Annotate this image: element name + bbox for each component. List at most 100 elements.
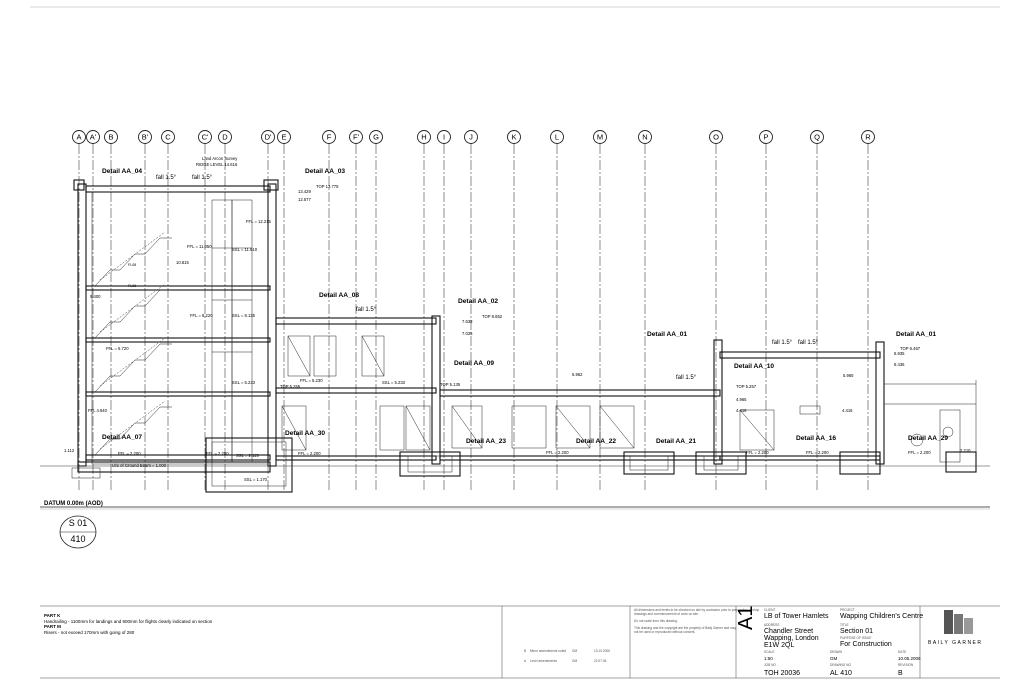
detail-aa08: Detail AA_08: [319, 292, 359, 299]
grid-label: L: [555, 133, 559, 142]
grid-bubble: [322, 130, 336, 144]
grid-bubble: [86, 130, 100, 144]
disclaimer: Do not scale from this drawing.: [634, 619, 678, 623]
grid-label: D: [222, 133, 228, 142]
firm-name: BAILY GARNER: [928, 640, 983, 646]
grid-label: N: [642, 133, 647, 142]
fall-label: fall 1.5°: [798, 340, 819, 346]
grid-label: D': [265, 133, 272, 142]
level: FFL = 2.200: [298, 451, 321, 456]
level: SSL = 5.233: [382, 380, 406, 385]
grid-label: M: [597, 133, 603, 142]
notes-line4: Risers - not exceed 170mm with going of …: [44, 630, 135, 635]
detail-aa10: Detail AA_10: [734, 363, 774, 370]
detail-aa01-left: Detail AA_01: [647, 331, 687, 338]
grid-label: H: [421, 133, 426, 142]
rev-desc: Level amendments: [530, 659, 557, 663]
grid-bubble: [104, 130, 118, 144]
level: TOP 13.775: [316, 184, 339, 189]
grid-bubble: [464, 130, 478, 144]
purpose: For Construction: [840, 641, 892, 648]
address-line2: Wapping, London: [764, 635, 819, 642]
detail-aa21: Detail AA_21: [656, 438, 696, 445]
level: FFL = 12.215: [246, 219, 272, 224]
detail-aa01-right: Detail AA_01: [896, 331, 936, 338]
level: 10.815: [176, 260, 189, 265]
address-line3: E1W 2QL: [764, 642, 794, 649]
address-line1: Chandler Street: [764, 628, 813, 635]
section-ref-top: S 01: [69, 518, 88, 528]
level: FFL = 11.050: [187, 244, 212, 249]
grid-label: I: [443, 133, 445, 142]
level: FFL = 2.200: [806, 450, 829, 455]
level: FFL = 2.200: [206, 451, 229, 456]
grid-label: A: [76, 133, 81, 142]
grid-bubble: [198, 130, 212, 144]
grid-label: E: [281, 133, 286, 142]
grid-bubble: [138, 130, 152, 144]
fall-label: fall 1.5°: [356, 307, 377, 313]
grid-label: F': [353, 133, 360, 142]
notes-line2: Handrailing - 1100mm for landings and 90…: [44, 619, 213, 624]
grid-label: C: [165, 133, 171, 142]
date: 10.05.2006: [898, 656, 921, 661]
drawing-no-label: DRAWING NO: [830, 663, 851, 667]
drawn-label: DRAWN: [830, 650, 843, 654]
notes-line3: PART M: [44, 624, 61, 629]
grid-bubble: [218, 130, 232, 144]
job-label: JOB NO: [764, 663, 776, 667]
grid-bubble: [261, 130, 275, 144]
level: 13.429: [298, 189, 311, 194]
level: SSL = 2.115: [236, 453, 259, 458]
revision: B: [898, 670, 903, 677]
client: LB of Tower Hamlets: [764, 613, 829, 620]
grid-bubble: [349, 130, 363, 144]
project: Wapping Children's Centre: [840, 613, 923, 620]
level: FL06: [128, 284, 136, 288]
level-ridge: RIDGE LEVEL 14.616: [196, 162, 238, 167]
grid-label: R: [865, 133, 871, 142]
level: SSL = 5.233: [232, 380, 256, 385]
grid-bubble: [810, 130, 824, 144]
level: FFL 4.640: [88, 408, 108, 413]
level: TOP 5.257: [736, 384, 757, 389]
grid-bubble: [638, 130, 652, 144]
level: FFL = 2.200: [118, 451, 141, 456]
level: 9.400: [90, 294, 101, 299]
fall-label: fall 1.5°: [192, 175, 213, 181]
grid-label: P: [763, 133, 768, 142]
drawing-no: AL 410: [830, 670, 852, 677]
fall-label: fall 1.5°: [156, 175, 177, 181]
detail-aa16: Detail AA_16: [796, 435, 836, 442]
scale: 1:50: [764, 656, 773, 661]
level: SSL = 11.610: [232, 247, 258, 252]
level: TOP 8.652: [482, 314, 503, 319]
level-annotations: Land Arcon Survey RIDGE LEVEL 14.616 TOP…: [64, 156, 971, 482]
rev-by: GM: [572, 649, 577, 653]
level: FFL = 8.220: [190, 313, 213, 318]
level: TOP 5.135: [440, 382, 461, 387]
rev-date: 22.07.06: [594, 659, 607, 663]
grid-label: Q: [814, 133, 820, 142]
grid-bubble: [369, 130, 383, 144]
fall-label: fall 1.5°: [676, 375, 697, 381]
level: 2.210: [960, 448, 971, 453]
level: 4.416: [736, 408, 747, 413]
stair-block: [71, 179, 293, 493]
rev-by: GM: [572, 659, 577, 663]
baily-garner-logo: BAILY GARNER: [928, 610, 983, 646]
detail-aa07: Detail AA_07: [102, 434, 142, 441]
section-ref-bottom: 410: [70, 534, 85, 544]
level: 4.965: [736, 397, 747, 402]
level: FFL = 6.720: [106, 346, 129, 351]
rev-desc: Minor amendments noted: [530, 649, 566, 653]
project-label: PROJECT: [840, 608, 855, 612]
level: 7.025: [462, 331, 473, 336]
detail-aa03: Detail AA_03: [305, 168, 345, 175]
rev-date: 13.10.2006: [594, 649, 610, 653]
low-block: [439, 339, 723, 475]
grid-label: F: [327, 133, 332, 142]
level: SSL = 8.135: [232, 313, 256, 318]
grid-bubble: [161, 130, 175, 144]
level: U/S of Ground Beam = 1.000: [112, 463, 167, 468]
